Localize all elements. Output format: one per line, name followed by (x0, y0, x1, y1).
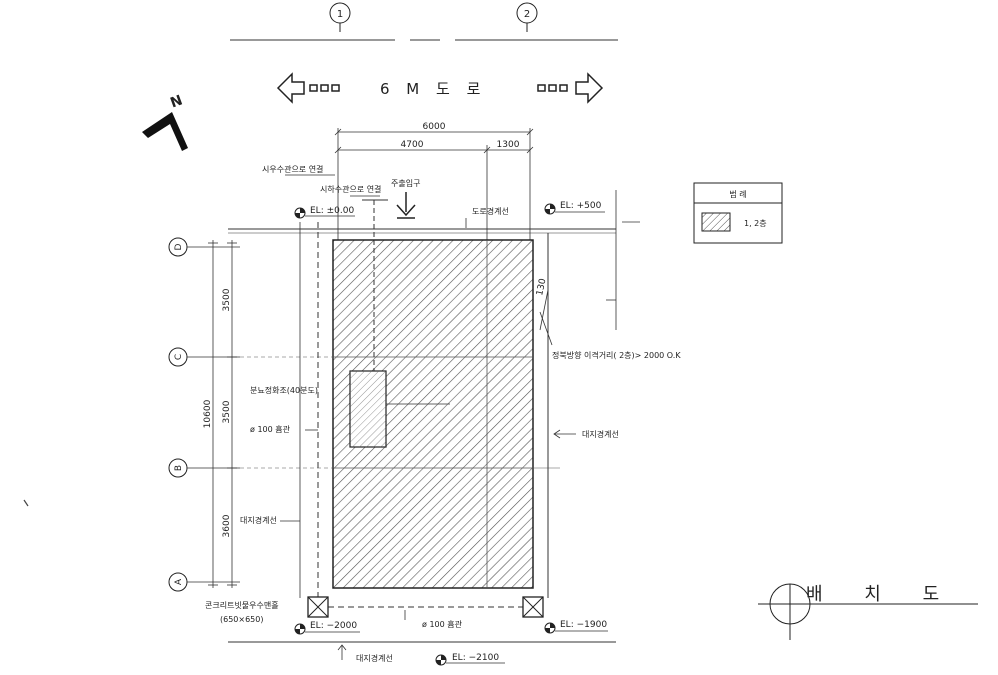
grid-label-col-1: 1 (337, 9, 343, 20)
road-arrow-right (537, 72, 604, 104)
note-sewer-connect: 시하수관으로 연결 (320, 184, 381, 194)
dim-width-a: 4700 (401, 140, 424, 150)
legend-hatch-swatch (701, 212, 731, 232)
note-rain-connect: 시우수관으로 연결 (262, 164, 323, 174)
note-manhole-size: (650×650) (220, 615, 263, 624)
dim-total-width: 6000 (423, 122, 446, 132)
note-pipe-bottom: ø 100 흄관 (422, 619, 463, 629)
note-daylight-distance: 정북방향 이격거리( 2층)> 2000 O.K (552, 350, 681, 360)
note-site-boundary-bottom: 대지경계선 (356, 653, 393, 663)
grid-bubble-col-2: 2 (516, 2, 538, 32)
note-septic: 분뇨정화조(40분도) (250, 385, 318, 395)
grid-bubble-row-a: A (168, 572, 240, 592)
legend-item-label: 1, 2층 (744, 219, 767, 228)
grid-bubble-row-d: D (168, 237, 240, 257)
road-arrow-left (276, 72, 340, 104)
dim-height-mid: 3500 (222, 400, 232, 423)
note-pipe-left: ø 100 흄관 (250, 424, 291, 434)
dim-height-top: 3500 (222, 288, 232, 311)
grid-label-row-c: C (174, 354, 184, 360)
level-top-left: EL: ±0.00 (310, 206, 354, 216)
level-marker-top-left (294, 207, 355, 219)
dim-height-bot: 3600 (222, 514, 232, 537)
dimension-left (208, 240, 237, 588)
entrance-arrow-icon (396, 192, 416, 219)
level-marker-bottom-right (544, 622, 608, 634)
level-marker-bottom-left (294, 623, 360, 635)
manhole-left-icon (307, 596, 329, 618)
level-marker-top-right (544, 203, 605, 215)
drawing-title-symbol (758, 583, 978, 640)
grid-label-col-2: 2 (524, 9, 530, 20)
manhole-right-icon (522, 596, 544, 618)
note-site-boundary-right: 대지경계선 (582, 429, 619, 439)
level-marker-bottom-center (435, 654, 505, 666)
note-road-boundary: 도로경계선 (472, 206, 509, 216)
dim-total-height: 10600 (203, 399, 213, 428)
note-manhole: 콘크리트빗물우수맨홀 (205, 600, 279, 610)
legend-header: 범 례 (729, 189, 746, 199)
north-label: N (168, 92, 184, 111)
dim-width-b: 1300 (497, 140, 520, 150)
grid-bubble-col-1: 1 (329, 2, 351, 32)
note-site-boundary-left: 대지경계선 (240, 515, 277, 525)
dim-slope: 130 (535, 277, 548, 296)
legend-box (693, 182, 783, 244)
north-arrow: N (142, 92, 188, 151)
road-label: 6 M 도 로 (380, 80, 486, 98)
drawing-title: 배 치 도 (806, 584, 957, 605)
level-bottom-right: EL: −1900 (560, 620, 607, 630)
level-bottom-left: EL: −2000 (310, 621, 357, 631)
note-entrance: 주출입구 (391, 178, 420, 188)
level-top-right: EL: +500 (560, 201, 602, 211)
grid-label-row-b: B (174, 465, 184, 471)
dimension-top (334, 128, 534, 240)
grid-label-row-a: A (174, 578, 184, 585)
grid-label-row-d: D (174, 243, 184, 250)
level-bottom-center: EL: −2100 (452, 653, 499, 663)
